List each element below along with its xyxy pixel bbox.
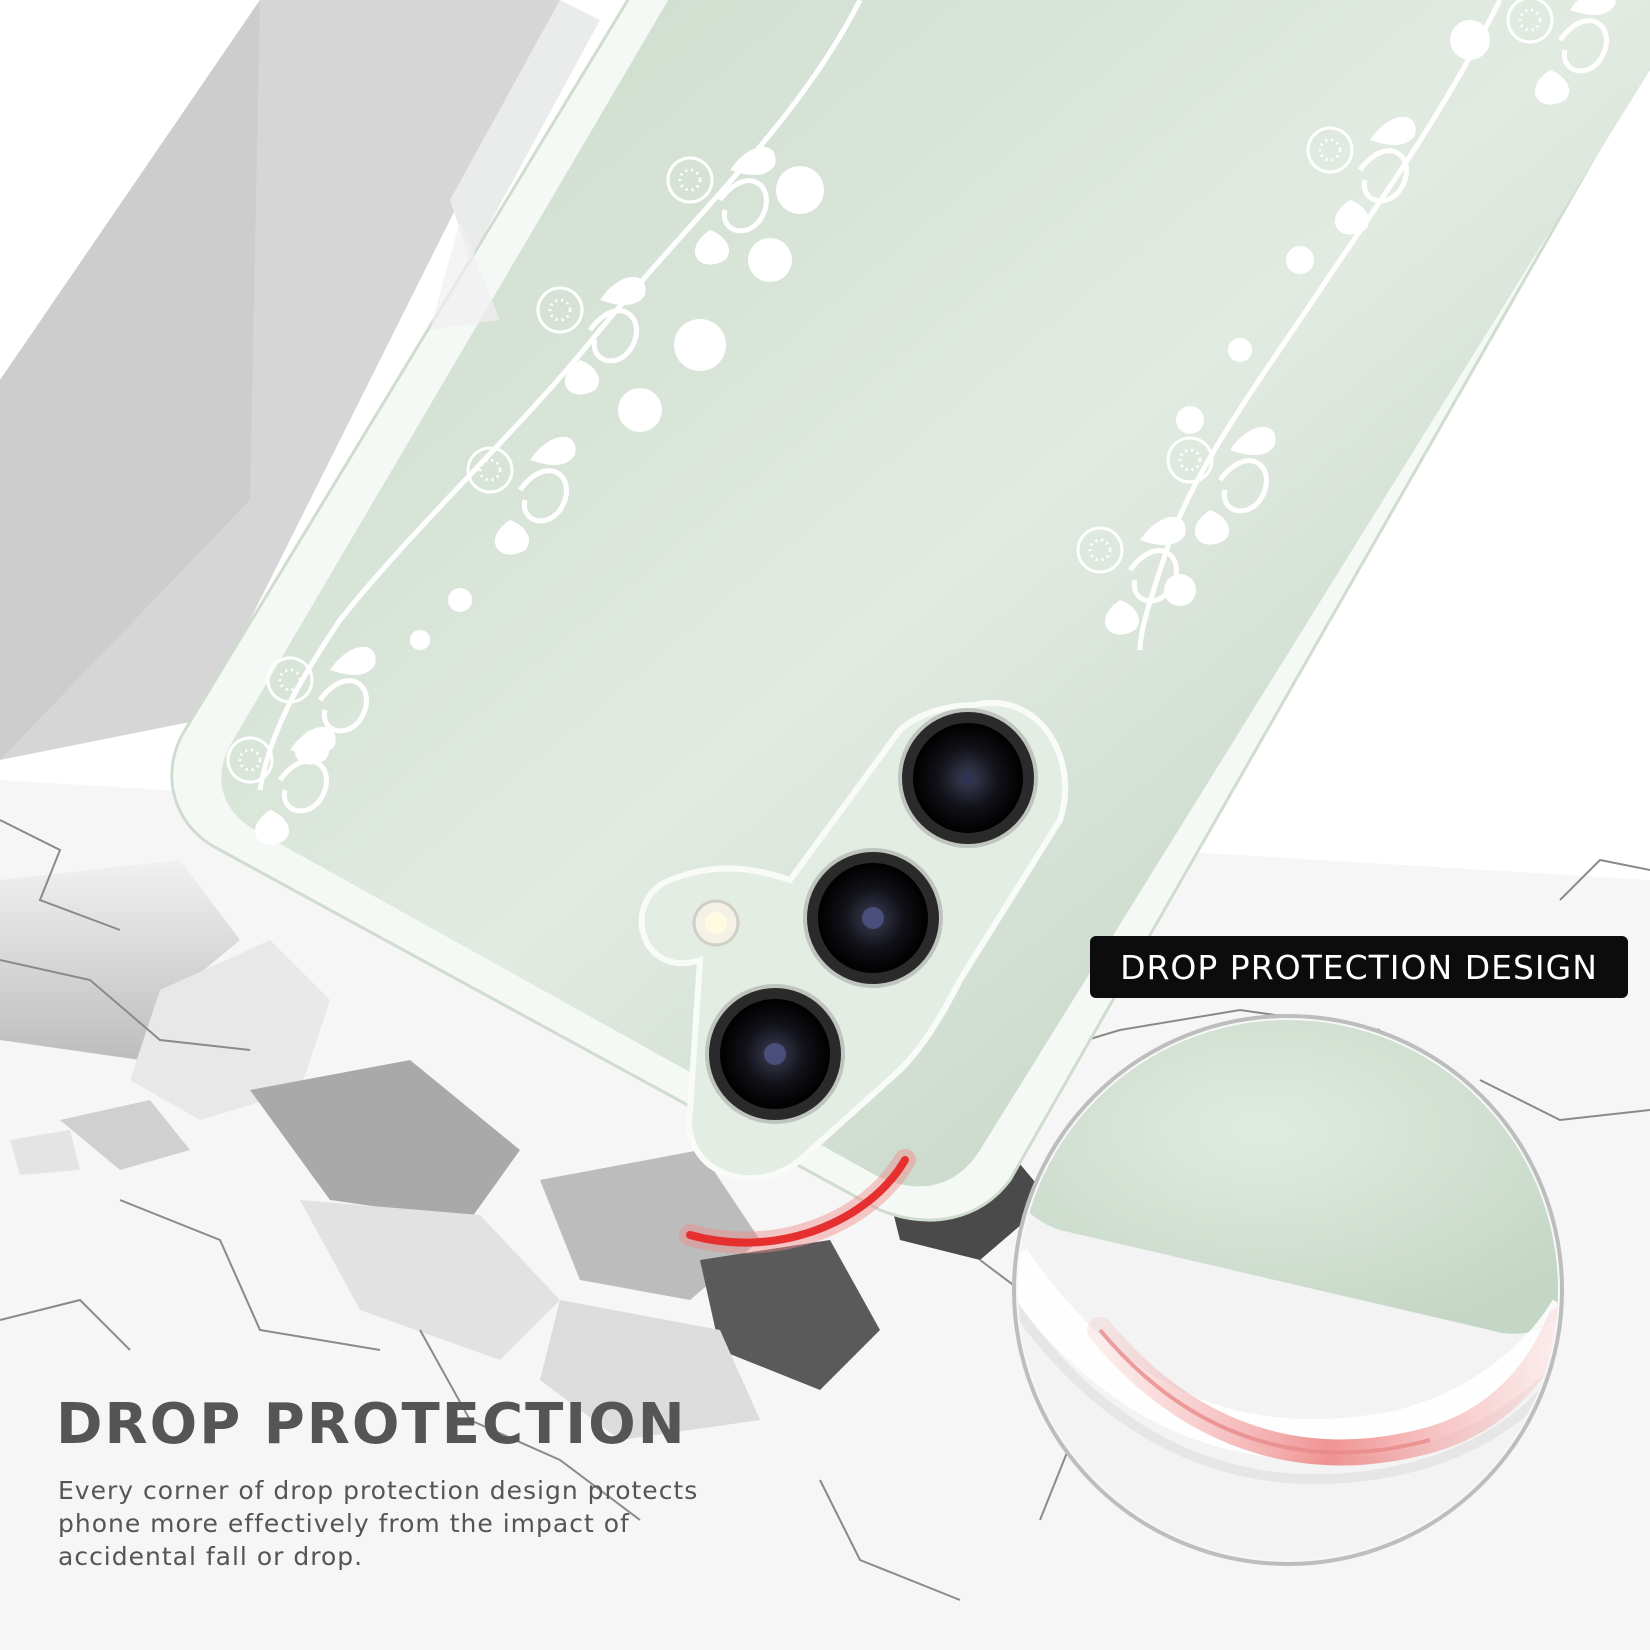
headline: DROP PROTECTION [56, 1392, 687, 1457]
description-line: Every corner of drop protection design p… [58, 1476, 699, 1505]
floral-pattern [228, 0, 1616, 845]
badge-label: DROP PROTECTION DESIGN [1120, 947, 1598, 987]
camera-lens-icon [803, 848, 943, 988]
camera-module [638, 700, 1069, 1182]
impact-arc [679, 1149, 916, 1254]
drop-protection-badge: DROP PROTECTION DESIGN [1090, 936, 1628, 998]
flash-icon [692, 899, 740, 947]
zoom-circle [1012, 1014, 1564, 1566]
description-line: accidental fall or drop. [58, 1542, 364, 1571]
camera-lens-icon [705, 984, 845, 1124]
camera-lens-icon [898, 708, 1038, 848]
description-line: phone more effectively from the impact o… [58, 1509, 630, 1538]
description: Every corner of drop protection design p… [58, 1474, 718, 1573]
